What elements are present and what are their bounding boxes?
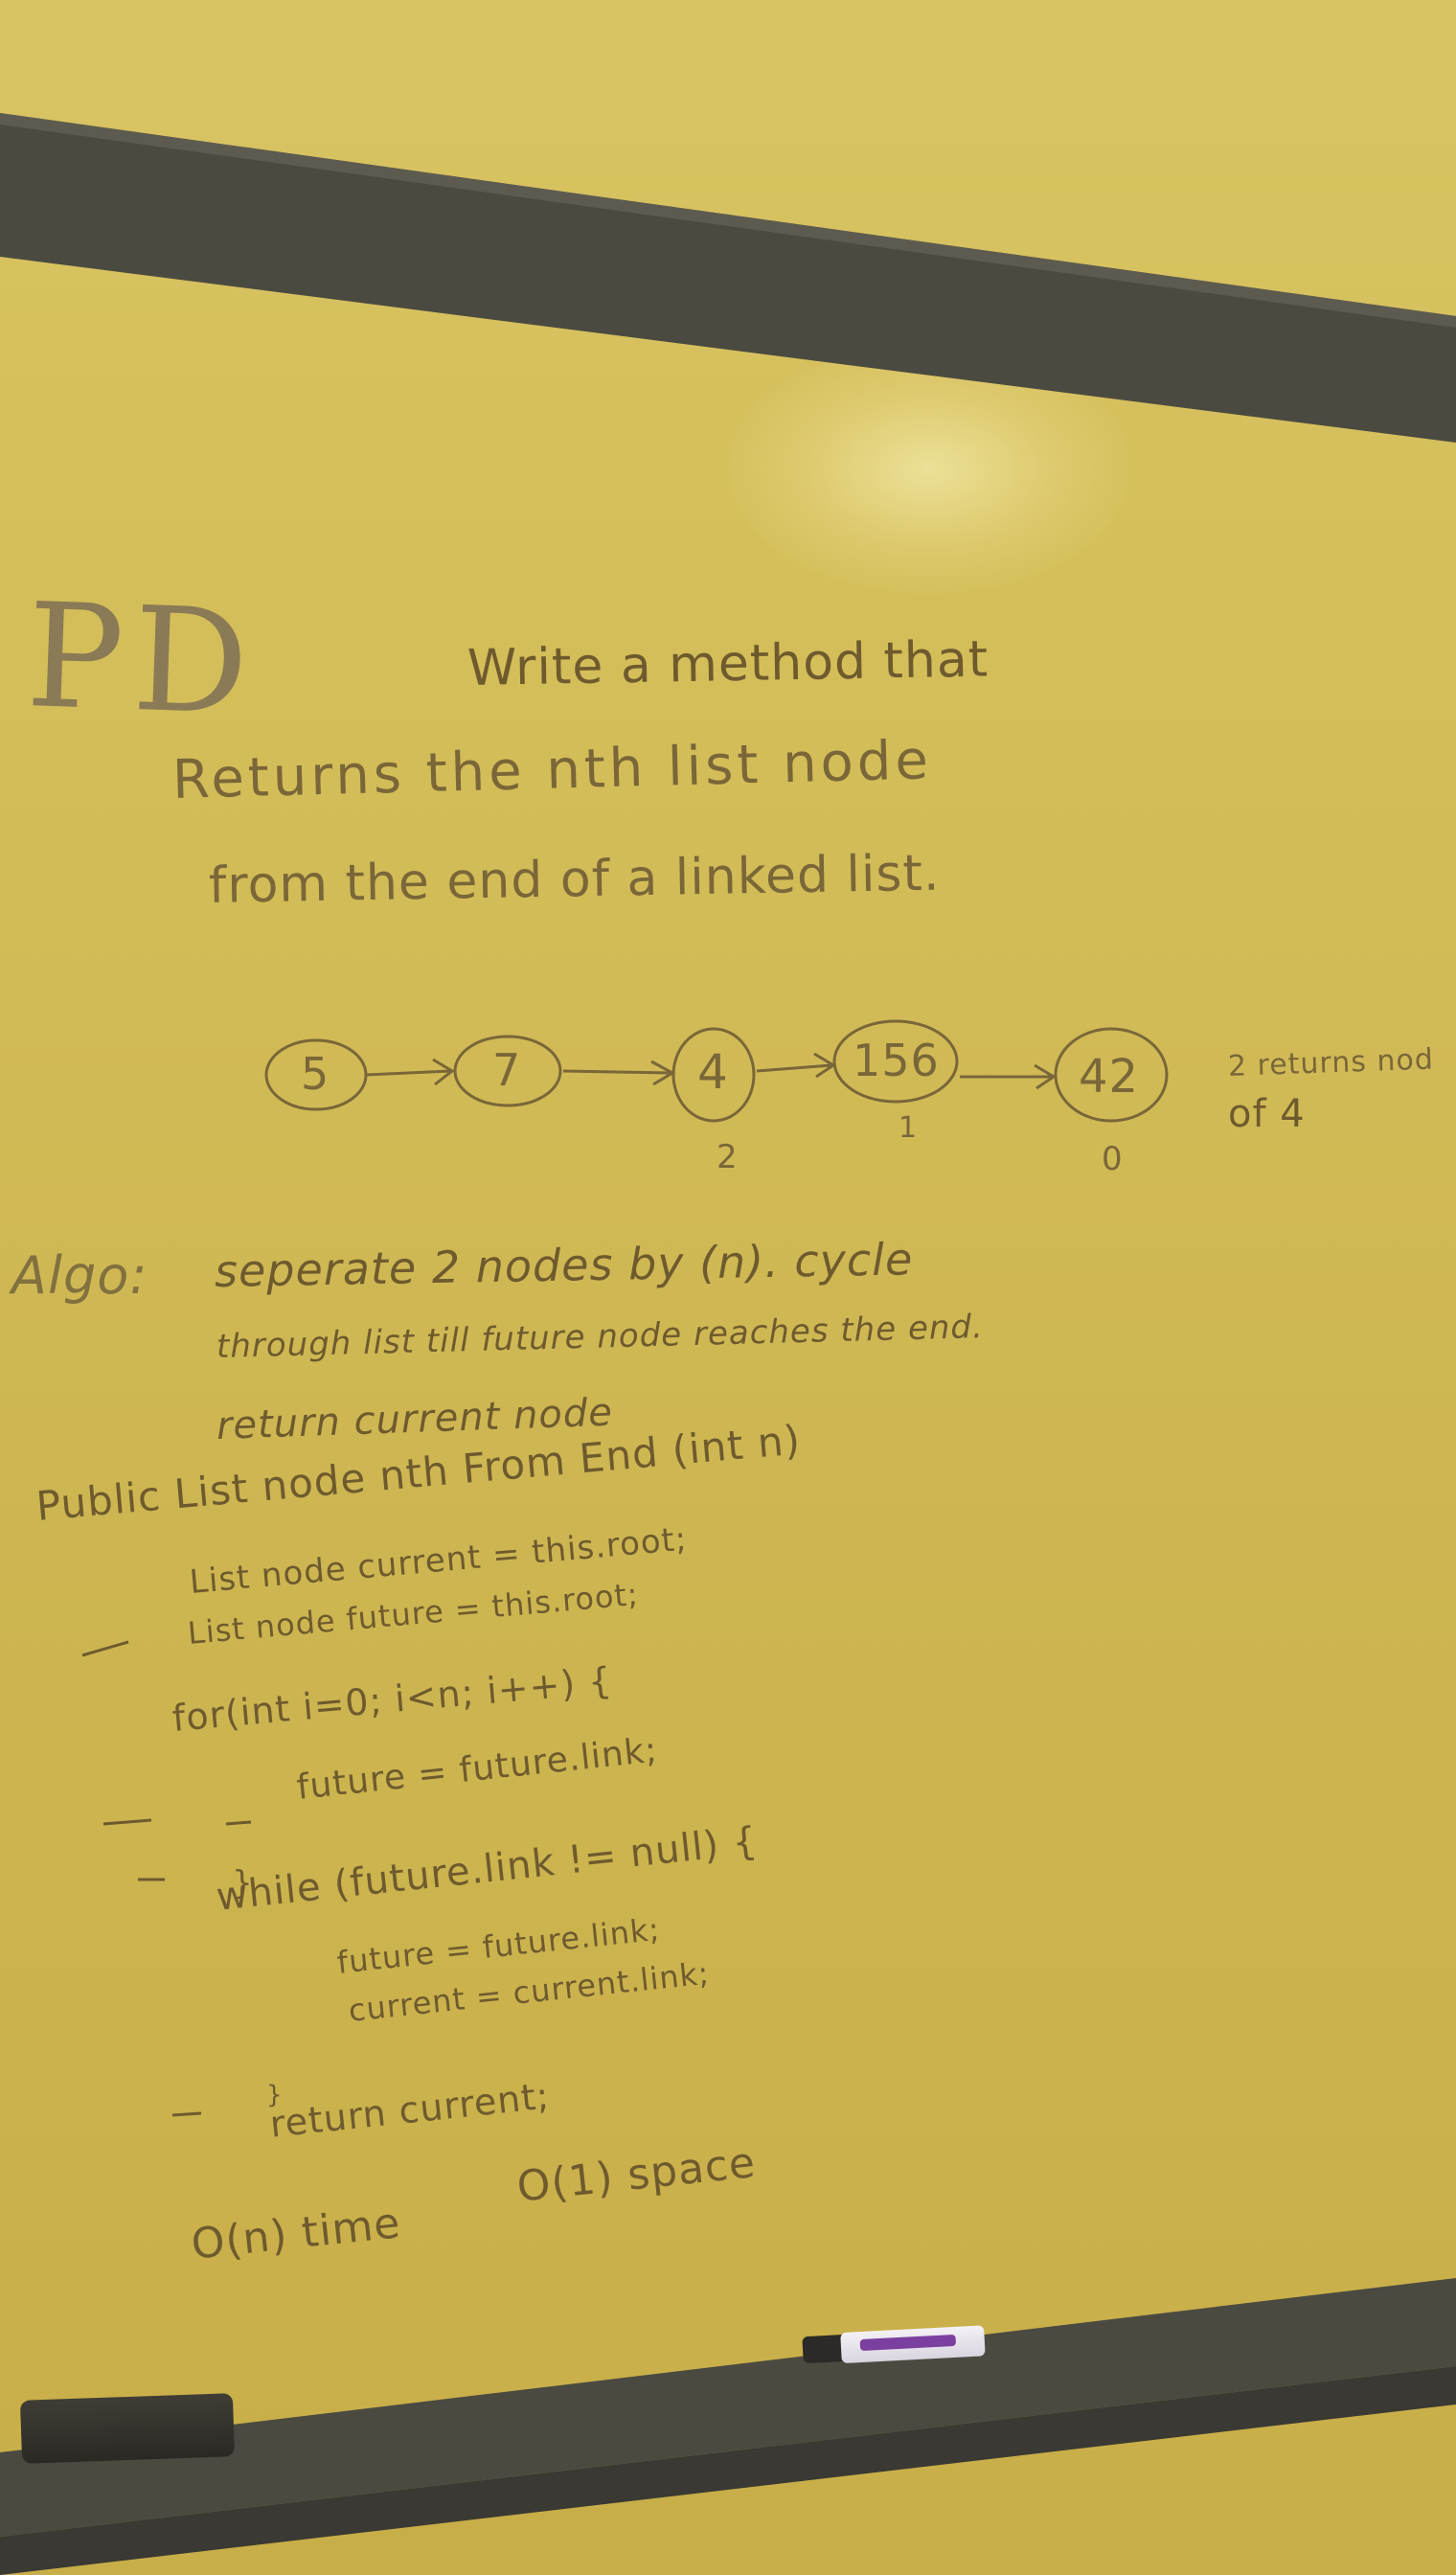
bottom-frame-rail: [0, 2278, 1456, 2537]
node-label-7: 7: [492, 1044, 522, 1096]
dash-2: [102, 1818, 152, 1826]
node-circle-156: [832, 1019, 959, 1104]
bottom-frame-shadow: [0, 2366, 1456, 2575]
diagram-note-line-2: of 4: [1228, 1092, 1306, 1136]
arrow-4-156: [756, 1052, 836, 1079]
code-line-while-close: }: [266, 2081, 284, 2109]
dash-5: [171, 2111, 202, 2117]
arrow-156-42: [960, 1063, 1057, 1090]
whiteboard-eraser: [19, 2393, 236, 2464]
index-label-1: 1: [899, 1111, 919, 1145]
index-label-2: 2: [717, 1138, 739, 1176]
dash-1: [81, 1640, 129, 1657]
index-label-0: 0: [1102, 1140, 1124, 1178]
arrow-7-4: [562, 1060, 676, 1086]
algo-label: Algo:: [11, 1245, 148, 1306]
node-circle-4: [671, 1027, 756, 1123]
node-label-4: 4: [697, 1044, 729, 1100]
node-label-42: 42: [1079, 1050, 1140, 1104]
code-line-for-close: }: [232, 1864, 254, 1903]
prompt-line-1: Write a method that: [466, 630, 990, 697]
dash-4: [225, 1820, 252, 1826]
node-label-5: 5: [301, 1048, 330, 1100]
margin-dashes: [81, 1640, 252, 2117]
node-label-156: 156: [853, 1035, 940, 1086]
top-frame-highlight: [0, 113, 1456, 328]
arrow-5-7: [365, 1058, 455, 1086]
diagram-note-line-1: 2 returns nod: [1227, 1042, 1435, 1083]
node-circle-7: [453, 1035, 562, 1107]
linked-list-diagram: [264, 1019, 1169, 1123]
node-circle-42: [1054, 1027, 1169, 1123]
top-frame-rail: [0, 113, 1456, 443]
